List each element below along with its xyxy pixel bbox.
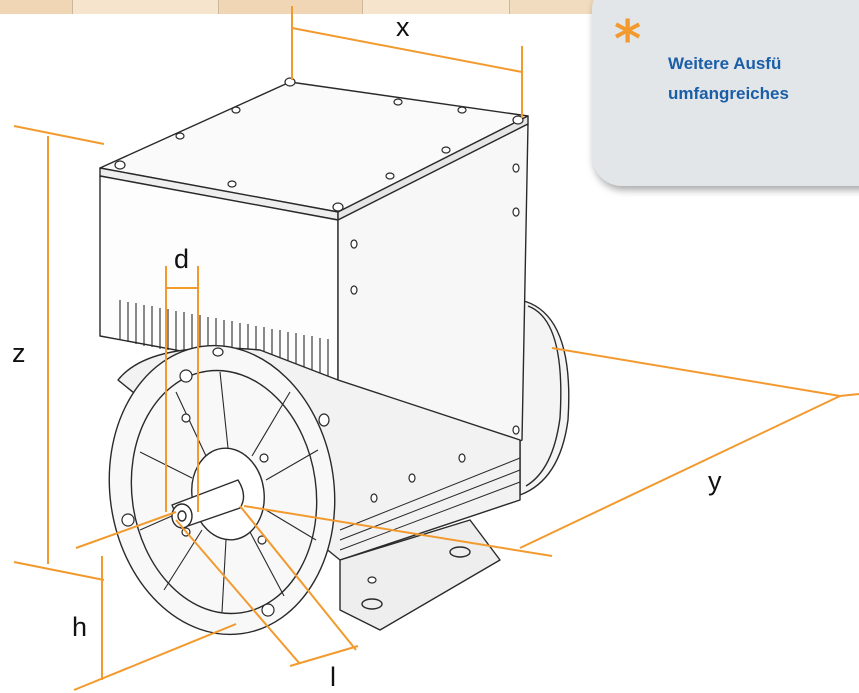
note-text-line-2: umfangreiches	[668, 84, 789, 103]
bolt	[231, 106, 241, 114]
front-end-shield-inner	[130, 369, 318, 615]
top-strip-cell	[362, 0, 509, 14]
bolt	[350, 239, 358, 249]
bolt	[121, 513, 135, 527]
bolt	[181, 413, 191, 423]
dimension-line-y	[243, 347, 859, 557]
bolt	[370, 493, 378, 503]
dimension-label-z: z	[12, 338, 26, 368]
dimension-line-l	[175, 505, 359, 667]
bolt	[212, 347, 224, 357]
bolt	[114, 160, 126, 170]
bolt	[512, 115, 524, 125]
bolt	[393, 98, 403, 106]
bolt	[408, 473, 416, 483]
top-strip-cell	[217, 0, 363, 14]
bolt	[332, 202, 344, 212]
shaft-end	[171, 503, 193, 529]
top-strip-cell	[0, 0, 72, 14]
bolt	[179, 369, 193, 383]
dimension-label-y: y	[708, 466, 722, 496]
bolt	[458, 453, 466, 463]
stator-ribs	[339, 457, 521, 551]
dimension-line-h	[73, 511, 237, 691]
bolt	[175, 132, 185, 140]
bolt	[457, 106, 467, 114]
rear-bell-rim	[525, 305, 562, 487]
asterisk-icon: *	[614, 10, 642, 70]
bolt	[512, 163, 520, 173]
foot-hole	[361, 598, 383, 610]
dimension-label-d: d	[174, 244, 190, 274]
bolt	[512, 425, 520, 435]
top-strip-cell	[71, 0, 218, 14]
bolt	[318, 413, 330, 427]
bolt	[350, 285, 358, 295]
dimension-label-l: l	[330, 662, 336, 692]
bolt	[385, 172, 395, 180]
bolt	[512, 207, 520, 217]
bolt	[367, 576, 377, 584]
dimension-label-x: x	[396, 12, 410, 42]
bolt	[227, 180, 237, 188]
dimension-lines	[13, 6, 859, 691]
generator-body	[99, 81, 570, 636]
dimension-line-x	[291, 6, 523, 118]
shaft-bore	[177, 510, 187, 522]
foot-hole	[449, 546, 471, 558]
cooling-fins	[119, 300, 329, 381]
info-note-box: * Weitere Ausfü umfangreiches	[592, 0, 859, 186]
bolt	[284, 77, 296, 87]
bolt	[259, 453, 269, 463]
dimension-line-z	[13, 125, 105, 581]
dimension-label-h: h	[72, 612, 88, 642]
dimension-line-d	[165, 266, 199, 512]
bolt	[441, 146, 451, 154]
bolt	[261, 603, 275, 617]
note-text-line-1: Weitere Ausfü	[668, 54, 782, 73]
bolts	[114, 77, 524, 617]
bolt	[257, 535, 267, 545]
